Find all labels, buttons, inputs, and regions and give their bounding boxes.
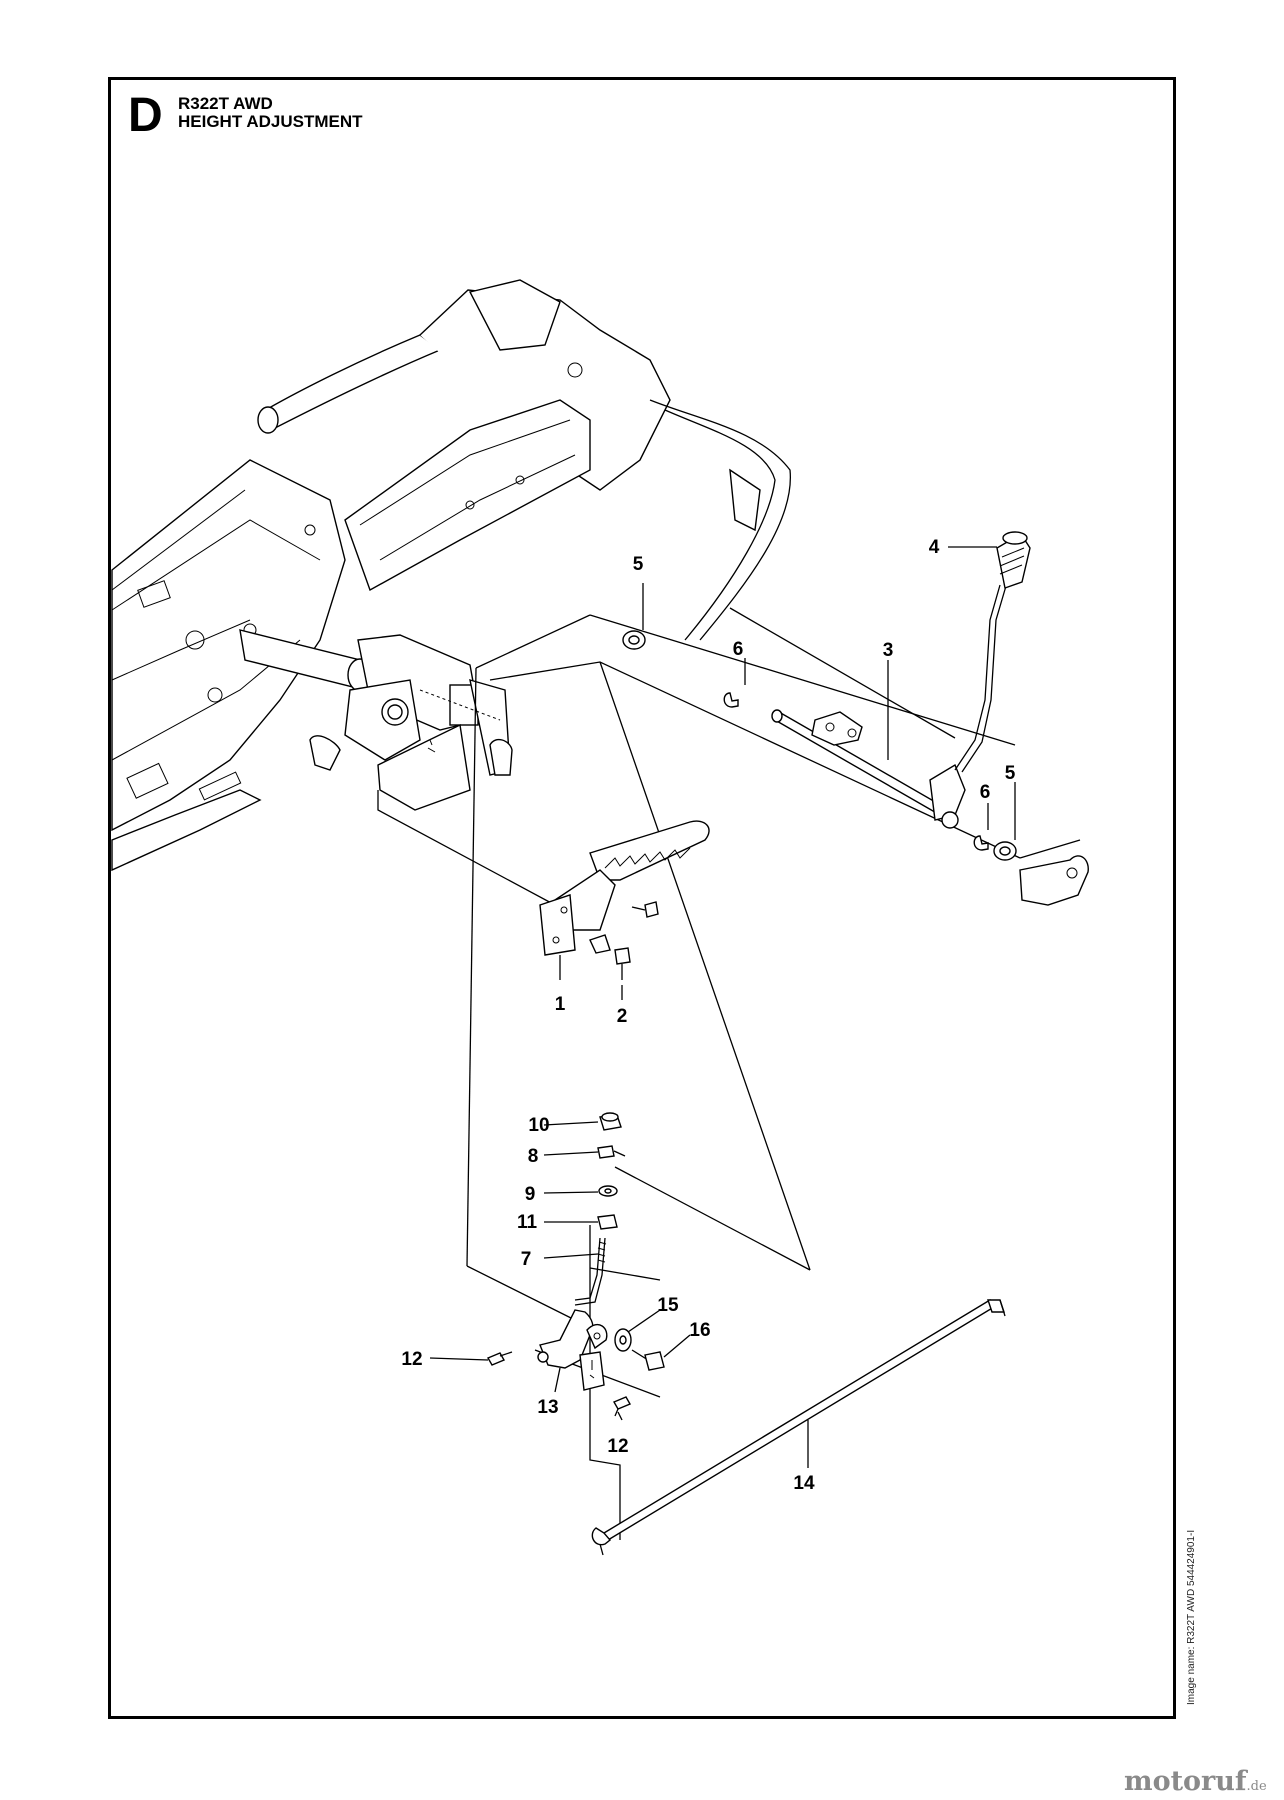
part-16-bolt <box>631 1349 665 1371</box>
callout-3: 3 <box>883 640 894 661</box>
part-1-height-bracket <box>539 820 710 956</box>
part-3-lift-shaft <box>771 709 966 829</box>
leader-lines <box>377 607 1081 1540</box>
callout-1: 1 <box>555 994 566 1015</box>
part-9-washer <box>598 1185 618 1197</box>
callout-9: 9 <box>525 1184 536 1205</box>
part-13-lift-arm <box>537 1309 608 1391</box>
part-2-bolt <box>614 901 659 980</box>
part-12-cotter-pin-left <box>486 1351 513 1366</box>
part-4-lift-lever <box>954 531 1031 773</box>
callout-14: 14 <box>793 1473 815 1494</box>
watermark-suffix: .de <box>1246 1779 1267 1794</box>
part-14-connecting-rod <box>591 1299 1006 1556</box>
callout-5b: 5 <box>1005 763 1016 784</box>
part-11-nut <box>597 1214 618 1230</box>
callout-16: 16 <box>689 1320 710 1341</box>
watermark-logo: motoruf.de <box>1124 1766 1267 1797</box>
callout-6b: 6 <box>980 782 991 803</box>
callout-10: 10 <box>528 1115 549 1136</box>
part-15-washer <box>614 1328 632 1352</box>
diagram-title: HEIGHT ADJUSTMENT <box>178 112 363 131</box>
diagram-frame <box>108 77 1176 1719</box>
callout-15: 15 <box>657 1295 679 1316</box>
part-12-cotter-pin-right <box>612 1396 632 1417</box>
image-name-caption: Image name: R322T AWD 544424901-I <box>1186 1529 1197 1705</box>
part-6-clip-right <box>973 835 989 851</box>
part-5-bushing-left <box>622 630 646 650</box>
part-6-clip-left <box>723 692 739 708</box>
part-8-bolt <box>597 1145 626 1159</box>
chassis-frame <box>111 279 791 872</box>
callout-6a: 6 <box>733 639 744 660</box>
callout-11: 11 <box>517 1212 538 1233</box>
watermark-brand: motoruf <box>1124 1766 1247 1797</box>
section-letter: D <box>128 89 163 142</box>
callout-7: 7 <box>521 1249 532 1270</box>
shaft-bracket-right <box>1019 855 1089 906</box>
part-10-lock-nut <box>599 1112 622 1131</box>
callout-4: 4 <box>929 537 940 558</box>
model-name: R322T AWD <box>178 94 273 113</box>
callout-2: 2 <box>617 1006 628 1027</box>
callout-12b: 12 <box>607 1436 628 1457</box>
callout-5a: 5 <box>633 554 644 575</box>
callout-leaders <box>429 546 1016 1468</box>
part-7-threaded-rod <box>574 1237 607 1306</box>
part-5-bushing-right <box>993 841 1017 861</box>
callout-12a: 12 <box>401 1349 422 1370</box>
callout-8: 8 <box>528 1146 539 1167</box>
callout-13: 13 <box>537 1397 558 1418</box>
